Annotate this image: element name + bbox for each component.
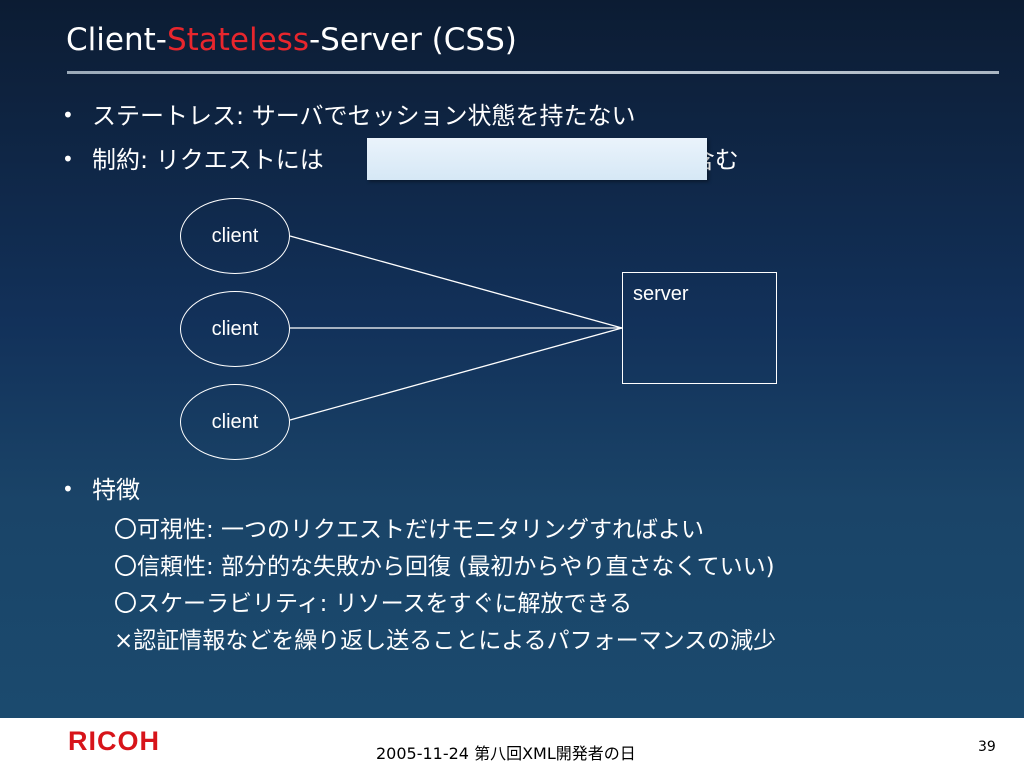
line-client-1 [289,235,623,329]
bullet-marker: • [62,103,74,127]
slide-title: Client-Stateless-Server (CSS) [66,22,517,58]
client-node-2: client [180,291,290,367]
line-client-3 [289,327,623,421]
bullet-marker: • [62,477,74,501]
feature-reliability: 〇信頼性: 部分的な失敗から回復 (最初からやり直さなくていい) [114,554,775,580]
server-label: server [633,283,689,305]
slide: Client-Stateless-Server (CSS) • ステートレス: サ… [0,0,1024,718]
ricoh-logo: RICOH [68,726,160,756]
bullet-text: ステートレス: サーバでセッション状態を持たない [92,102,636,130]
footer-text: 2005-11-24 第八回XML開発者の日 [376,744,636,763]
title-accent: Stateless [166,22,309,58]
server-node: server [622,272,777,384]
bullet-text-before: 制約: リクエストには [92,146,324,174]
bullet-stateless: • ステートレス: サーバでセッション状態を持たない [62,96,635,131]
feature-drawback: ×認証情報などを繰り返し送ることによるパフォーマンスの減少 [114,628,777,654]
bullet-features: • 特徴 [62,470,140,505]
bullet-text: 特徴 [92,476,140,504]
bullet-marker: • [62,147,74,171]
title-rule [67,71,999,74]
page-number: 39 [978,739,996,755]
feature-scalability: 〇スケーラビリティ: リソースをすぐに解放できる [114,591,633,617]
client-node-3: client [180,384,290,460]
highlight-box [367,138,707,180]
client-node-1: client [180,198,290,274]
connection-lines [0,0,1024,718]
feature-visibility: 〇可視性: 一つのリクエストだけモニタリングすればよい [114,517,705,543]
footer: RICOH 2005-11-24 第八回XML開発者の日 39 [0,718,1024,768]
